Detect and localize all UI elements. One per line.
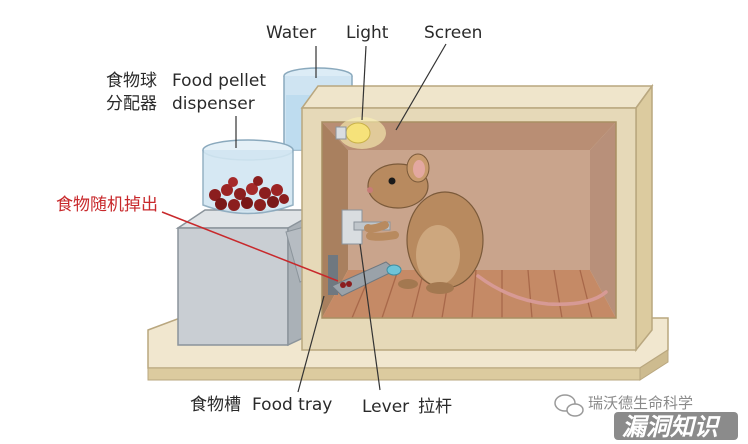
water-label: Water — [266, 23, 316, 43]
screen-leader — [395, 43, 447, 131]
food-pellets — [209, 176, 289, 211]
light-bulb — [335, 117, 386, 149]
light-leader — [361, 45, 367, 121]
chamber-floor — [322, 270, 616, 318]
dispenser-label-en-line2: dispenser — [172, 94, 255, 114]
leader-lines — [235, 43, 447, 393]
dispenser-label-zh-line2: 分配器 — [106, 94, 157, 114]
pellet-jar — [202, 139, 294, 215]
dispenser-label-zh-line1: 食物球 — [106, 71, 157, 91]
wechat-icon — [554, 394, 584, 417]
dispenser-label-en-line1: Food pellet — [172, 71, 266, 91]
light-label: Light — [346, 23, 389, 43]
food-tray-label-en: Food tray — [252, 395, 332, 415]
food-tray-label-zh: 食物槽 — [190, 395, 241, 415]
watermark-channel-name: 瑞沃德生命科学 — [588, 394, 693, 412]
watermark-logo-bg — [614, 412, 738, 440]
lever-label-en: Lever — [362, 397, 409, 417]
lever-label-zh: 拉杆 — [418, 397, 452, 417]
random-drop-label: 食物随机掉出 — [56, 195, 158, 215]
watermark: 瑞沃德生命科学 漏洞知识 — [554, 394, 738, 441]
screen-label: Screen — [424, 23, 482, 43]
lever-leader — [359, 243, 381, 391]
random-drop-leader — [161, 211, 339, 282]
food-tray — [328, 255, 402, 297]
rat — [364, 153, 608, 306]
food-tray-leader — [297, 295, 325, 393]
watermark-logo: 漏洞知识 — [622, 413, 721, 441]
